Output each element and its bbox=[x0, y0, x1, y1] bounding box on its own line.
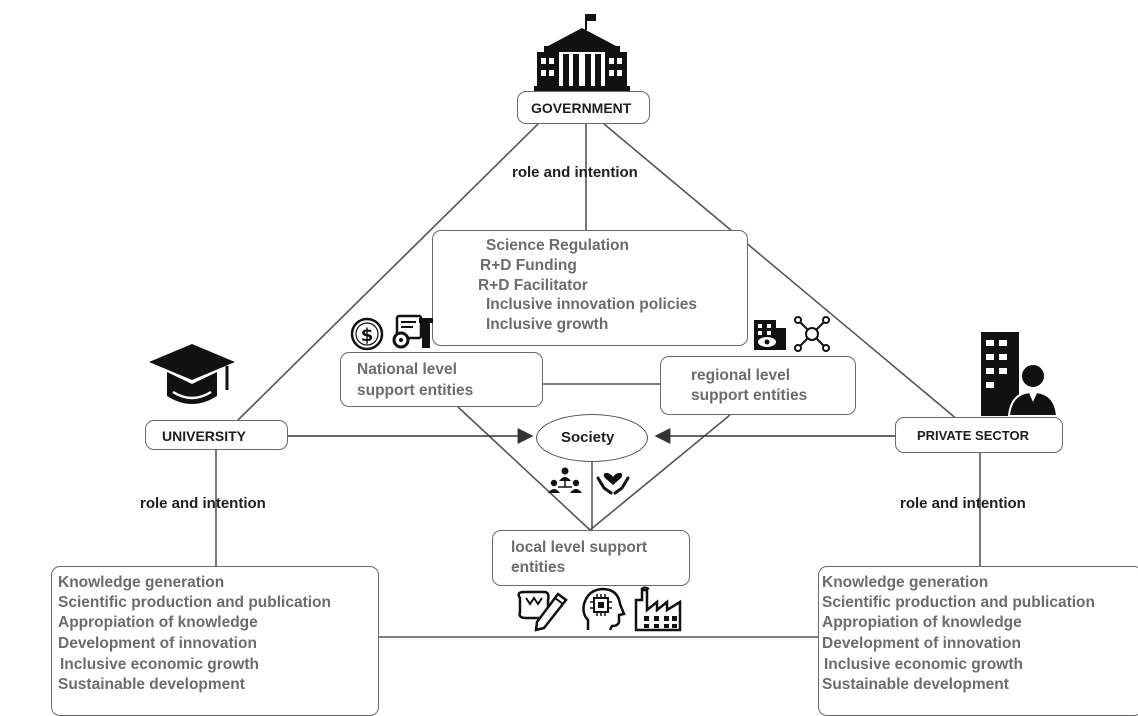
society-label: Society bbox=[561, 429, 615, 446]
university-label: UNIVERSITY bbox=[162, 428, 247, 444]
national-level-node: National level support entities bbox=[340, 352, 543, 407]
government-roles-box: Science Regulation R+D Funding R+D Facil… bbox=[432, 230, 748, 346]
government-role: R+D Funding bbox=[480, 257, 577, 274]
government-node: GOVERNMENT bbox=[517, 91, 650, 124]
head-chip-icon bbox=[582, 587, 626, 631]
private-sector-role: Development of innovation bbox=[822, 635, 1021, 652]
university-role: Development of innovation bbox=[58, 635, 257, 652]
svg-text:$: $ bbox=[361, 325, 374, 346]
regional-local-line bbox=[589, 414, 731, 531]
private-sector-roles-box: Knowledge generation Scientific producti… bbox=[818, 566, 1138, 716]
local-label-line: local level support bbox=[511, 539, 648, 556]
local-level-node: local level support entities bbox=[492, 530, 690, 586]
university-role: Inclusive economic growth bbox=[60, 656, 259, 673]
office-building-person-icon bbox=[981, 332, 1057, 416]
government-role: Science Regulation bbox=[486, 237, 629, 254]
university-role: Knowledge generation bbox=[58, 574, 225, 591]
certificate-gear-icon bbox=[392, 314, 433, 349]
graduation-cap-icon bbox=[149, 344, 235, 404]
government-role: R+D Facilitator bbox=[478, 277, 588, 294]
government-edge-label: role and intention bbox=[512, 164, 638, 181]
government-label: GOVERNMENT bbox=[531, 100, 632, 116]
regional-label-line: support entities bbox=[691, 387, 808, 404]
university-role: Appropiation of knowledge bbox=[58, 614, 258, 631]
university-node: UNIVERSITY bbox=[145, 420, 288, 450]
regional-label-line: regional level bbox=[691, 367, 791, 384]
government-building-icon bbox=[534, 14, 630, 91]
network-nodes-icon bbox=[794, 316, 830, 352]
government-role: Inclusive innovation policies bbox=[486, 296, 698, 313]
university-roles-box: Knowledge generation Scientific producti… bbox=[51, 566, 379, 716]
private-sector-role: Knowledge generation bbox=[822, 574, 989, 591]
society-node: Society bbox=[536, 414, 648, 462]
private-sector-label: PRIVATE SECTOR bbox=[917, 428, 1029, 443]
people-group-icon bbox=[548, 467, 582, 493]
national-label-line: support entities bbox=[357, 382, 474, 399]
private-sector-node: PRIVATE SECTOR bbox=[895, 417, 1063, 453]
local-label-line: entities bbox=[511, 559, 566, 576]
university-role: Scientific production and publication bbox=[58, 594, 331, 611]
hands-heart-icon bbox=[596, 472, 630, 495]
private-sector-role: Appropiation of knowledge bbox=[822, 614, 1022, 631]
idea-pencil-icon bbox=[517, 590, 568, 632]
private-sector-role: Scientific production and publication bbox=[822, 594, 1095, 611]
national-label-line: National level bbox=[357, 361, 457, 378]
private-sector-edge-label: role and intention bbox=[900, 495, 1026, 512]
government-role: Inclusive growth bbox=[486, 316, 609, 333]
dollar-coin-icon: $ bbox=[350, 317, 384, 351]
university-role: Sustainable development bbox=[58, 676, 245, 693]
building-eye-icon bbox=[754, 320, 786, 350]
private-sector-role: Inclusive economic growth bbox=[824, 656, 1023, 673]
gov-private-line bbox=[603, 123, 959, 421]
national-local-line bbox=[457, 406, 591, 531]
gov-university-line bbox=[237, 123, 539, 421]
factory-icon bbox=[634, 586, 682, 632]
university-edge-label: role and intention bbox=[140, 495, 266, 512]
private-sector-role: Sustainable development bbox=[822, 676, 1009, 693]
regional-level-node: regional level support entities bbox=[660, 356, 856, 415]
